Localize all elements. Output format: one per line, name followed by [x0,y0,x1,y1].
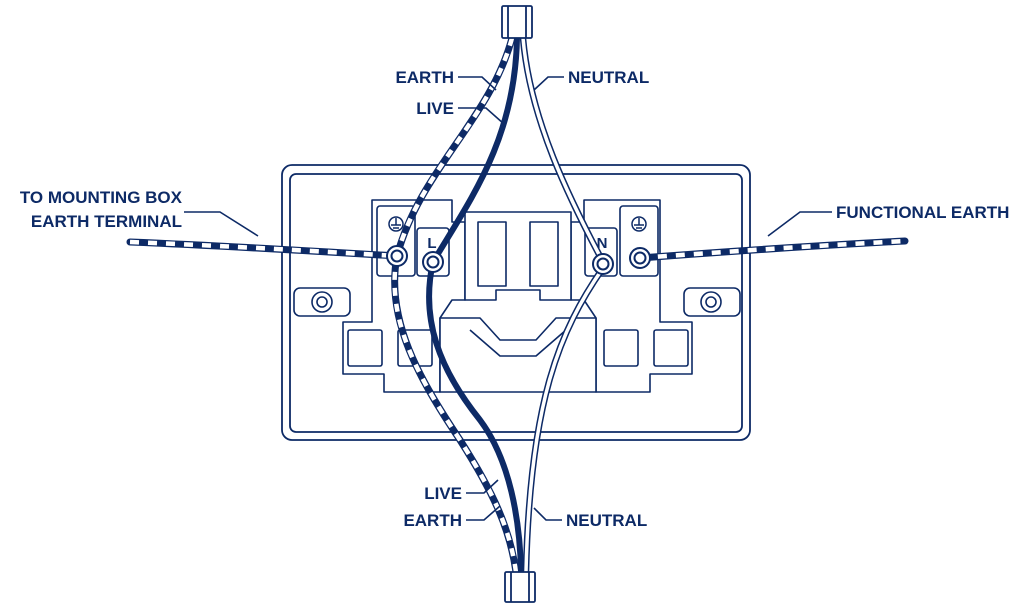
label-neutral-top: NEUTRAL [568,68,649,87]
socket-faceplate [281,164,751,441]
live-wire-top [430,35,520,265]
functional-earth-lead [636,237,909,262]
right-cavity-1 [603,329,639,367]
terminal-label-live: L [427,235,436,252]
mounting-box-earth-lead [126,238,401,260]
cable-sheath-bottom [504,571,536,603]
label-functional-earth: FUNCTIONAL EARTH [836,203,1009,222]
label-earth-bottom: EARTH [403,511,462,530]
centre-tray [439,317,597,393]
terminal-label-neutral: N [597,235,608,252]
right-cavity-2 [653,329,689,367]
earth-wire-bottom [391,252,520,576]
live-wire-bottom [426,259,524,575]
neutral-wire-top [519,34,607,266]
earth-wire-top [393,34,516,260]
label-earth-top: EARTH [395,68,454,87]
label-mounting-box-line2: EARTH TERMINAL [31,212,182,231]
mounting-lugs [293,287,741,317]
left-cavity-1 [347,329,383,367]
centre-bridge [464,211,572,301]
label-mounting-box-line1: TO MOUNTING BOX [20,188,183,207]
neutral-wire-bottom [522,264,607,576]
label-live-top: LIVE [416,99,454,118]
cable-sheath-top [501,5,533,39]
terminal-screws [386,245,651,275]
label-live-bottom: LIVE [424,484,462,503]
earth-ground-icon [388,216,404,232]
leader-lines [184,76,832,521]
label-neutral-bottom: NEUTRAL [566,511,647,530]
earth-ground-icon [631,216,647,232]
